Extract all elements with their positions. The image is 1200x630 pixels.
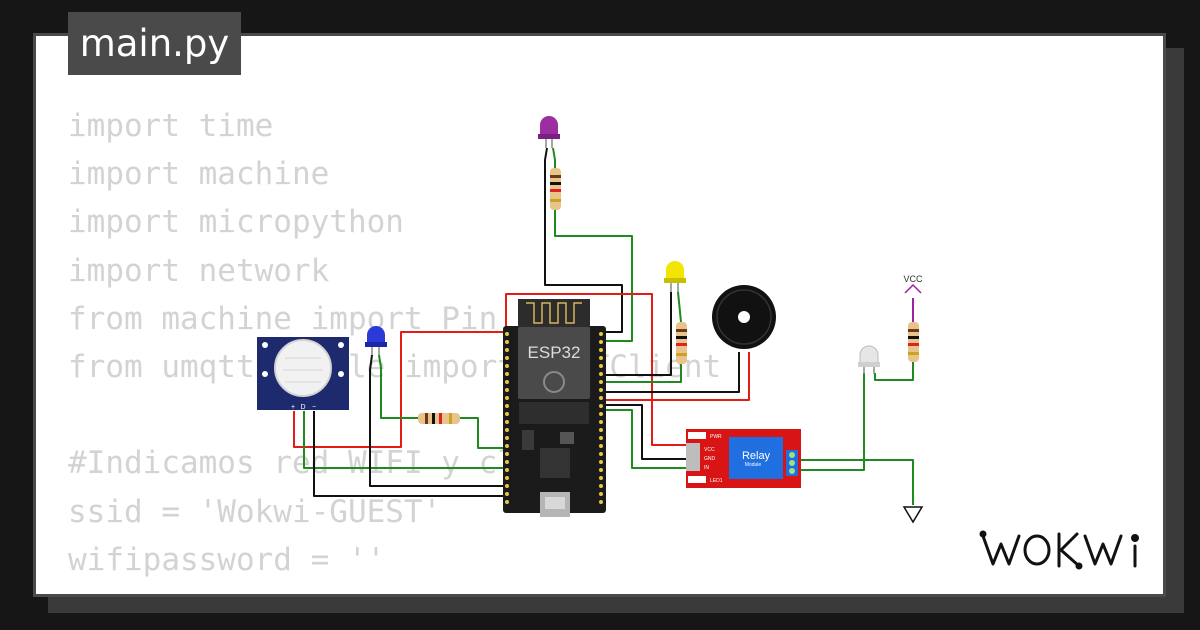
pir-sensor: + D −	[257, 337, 349, 411]
wire	[554, 210, 633, 342]
led-yellow	[664, 261, 686, 292]
vcc-label: VCC	[903, 274, 923, 284]
relay-led-label: PWR	[710, 434, 722, 440]
relay-label: Relay	[742, 450, 771, 462]
relay-pin-label: IN	[704, 465, 709, 471]
wire	[460, 417, 504, 449]
code-line: import time	[68, 108, 274, 144]
relay-pin-label: VCC	[704, 447, 715, 453]
wire	[604, 352, 740, 393]
wire	[874, 362, 914, 381]
relay-sublabel: Module	[745, 462, 762, 468]
code-line: import machine	[68, 156, 330, 193]
wire	[303, 411, 504, 469]
led-purple	[538, 116, 560, 148]
code-line: from machine import Pin	[68, 300, 498, 337]
esp32-board: ESP32	[503, 299, 606, 517]
file-tab[interactable]: main.py	[68, 12, 241, 75]
wire	[544, 147, 623, 333]
ground-symbol	[902, 506, 924, 524]
pir-pin-label: D	[300, 404, 305, 411]
code-line: #Datos Server MQTT (Broker)	[68, 584, 721, 594]
code-editor[interactable]: import time import machine import micropyt…	[68, 102, 721, 594]
resistor	[550, 168, 561, 210]
buzzer	[712, 285, 776, 349]
code-line: wifipassword = ''	[68, 541, 386, 578]
pir-pin-label: −	[312, 404, 316, 411]
wire	[369, 354, 504, 487]
preview-frame: import time import machine import micropyt…	[33, 33, 1166, 597]
wire	[604, 292, 672, 376]
resistor	[676, 322, 687, 364]
wire	[604, 363, 682, 383]
wire	[505, 293, 688, 446]
code-line: ssid = 'Wokwi-GUEST'	[68, 493, 442, 530]
code-line: import micropython	[68, 204, 404, 241]
relay-pin-label: GND	[704, 456, 716, 462]
wire	[604, 404, 688, 460]
wokwi-logo	[979, 530, 1139, 570]
pir-pin-label: +	[291, 404, 295, 411]
code-line: import network	[68, 252, 330, 289]
relay-led-label: LED1	[710, 478, 723, 484]
led-white	[858, 345, 880, 374]
resistor	[908, 322, 919, 362]
wire	[313, 411, 504, 497]
wire	[604, 409, 688, 469]
wire	[798, 459, 914, 505]
wire	[552, 147, 556, 168]
led-blue	[365, 326, 387, 355]
esp32-label: ESP32	[528, 343, 581, 362]
relay-module: Relay Module PWR LED1 VCC GND IN	[686, 429, 801, 488]
wire	[604, 352, 750, 401]
wire	[677, 291, 682, 323]
resistor	[418, 413, 460, 424]
wire	[378, 354, 418, 419]
wire	[798, 373, 865, 471]
vcc-symbol: VCC	[903, 274, 923, 294]
